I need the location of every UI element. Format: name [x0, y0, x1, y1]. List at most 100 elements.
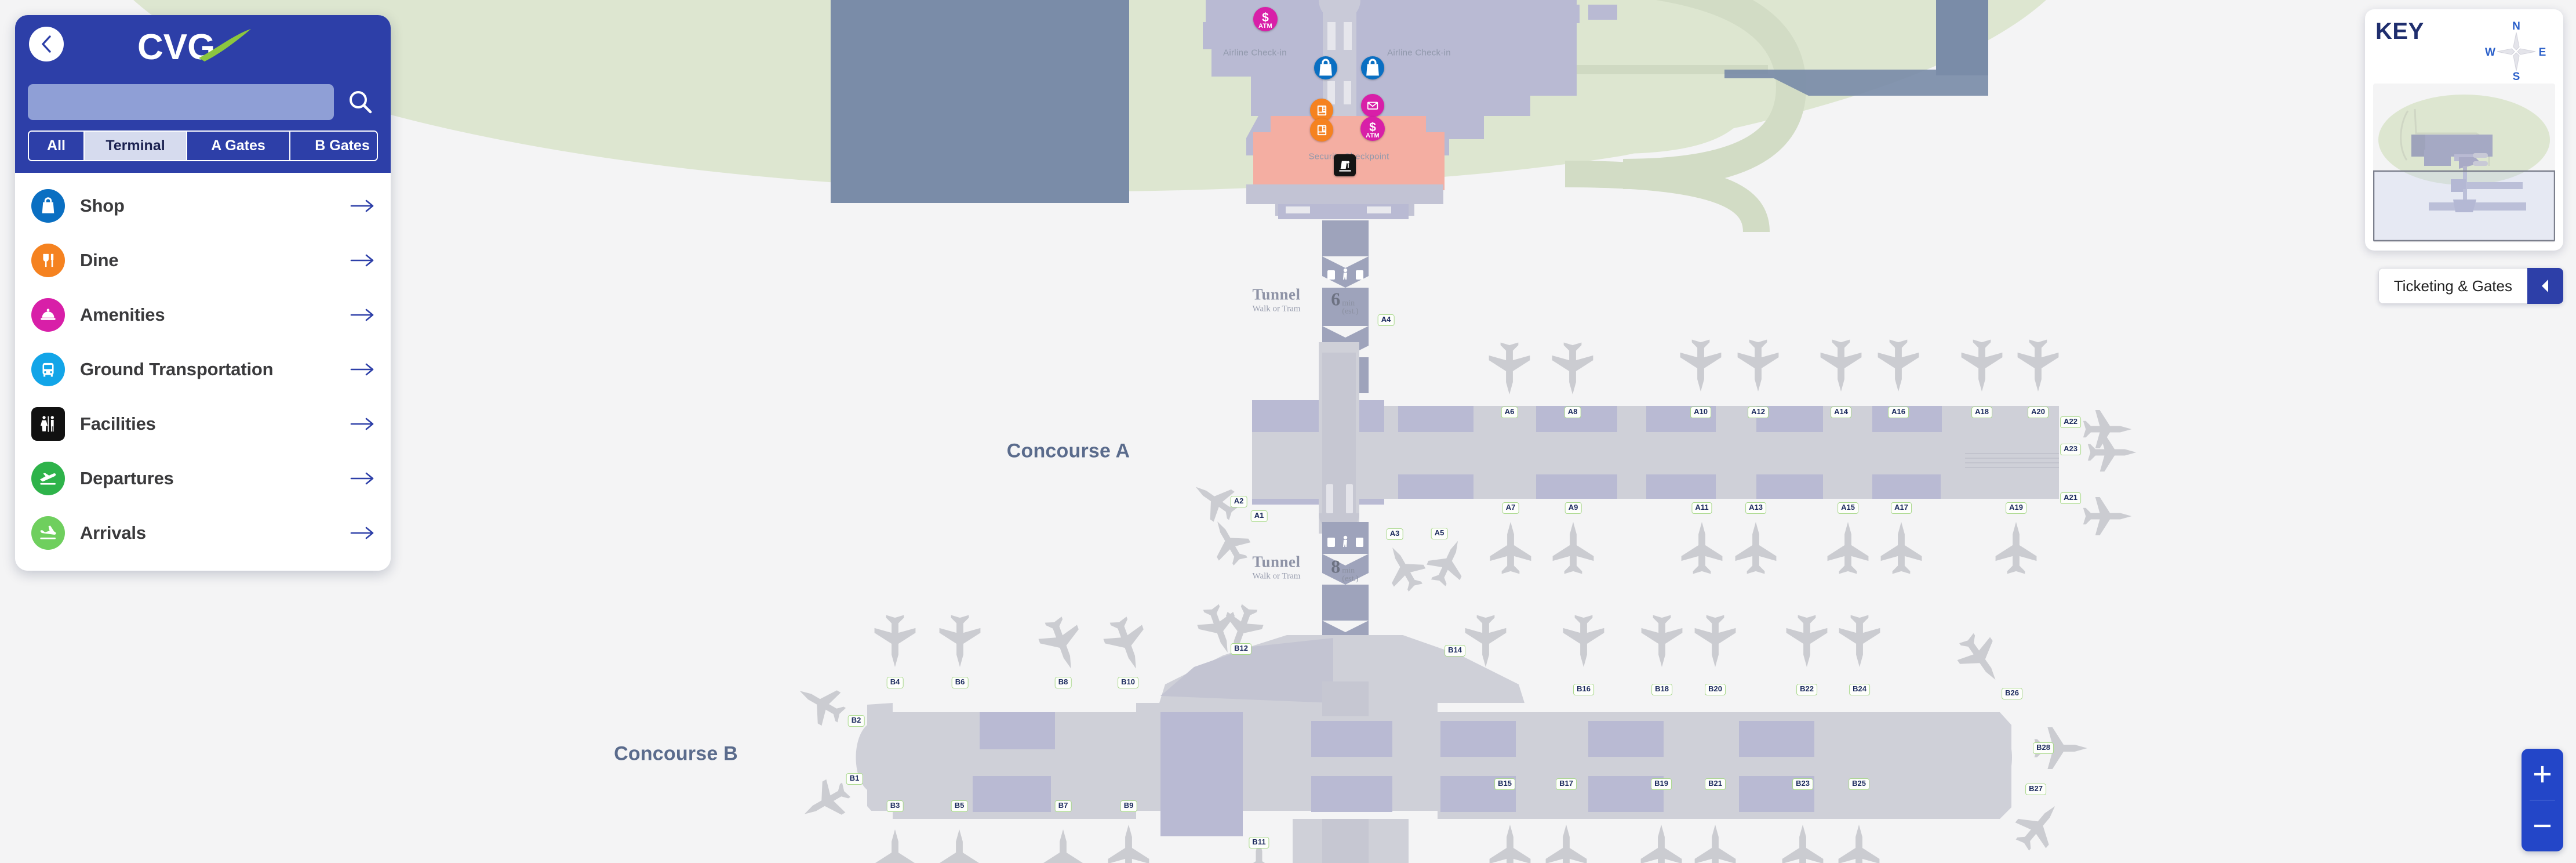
gate-label-a2[interactable]: A2 [1230, 496, 1247, 507]
gate-label-b1[interactable]: B1 [846, 773, 863, 785]
gate-label-a4[interactable]: A4 [1377, 314, 1395, 326]
gate-label-a18[interactable]: A18 [1971, 407, 1992, 418]
gate-label-b10[interactable]: B10 [1118, 677, 1138, 688]
gate-label-a14[interactable]: A14 [1831, 407, 1851, 418]
tab-all[interactable]: All [29, 132, 85, 160]
gate-label-b5[interactable]: B5 [951, 800, 968, 812]
map-area-label: Airline Check-in [1223, 48, 1287, 58]
gate-label-a3[interactable]: A3 [1386, 528, 1403, 540]
gate-label-a20[interactable]: A20 [2028, 407, 2049, 418]
baggage-marker[interactable] [1334, 154, 1356, 176]
gate-label-a19[interactable]: A19 [2006, 502, 2026, 514]
gate-label-b12[interactable]: B12 [1231, 643, 1251, 655]
search-row [28, 84, 378, 120]
gate-label-b16[interactable]: B16 [1573, 684, 1594, 695]
gate-label-b17[interactable]: B17 [1556, 778, 1577, 790]
tunnel-subtitle: Walk or Tram [1252, 304, 1301, 314]
gate-label-b11[interactable]: B11 [1249, 837, 1269, 849]
compass-south: S [2513, 71, 2520, 82]
gate-label-a23[interactable]: A23 [2060, 444, 2081, 455]
search-button[interactable] [342, 84, 378, 120]
search-input[interactable] [28, 84, 334, 120]
gate-label-a13[interactable]: A13 [1745, 502, 1766, 514]
sidebar-item-facilities[interactable]: Facilities [15, 397, 391, 451]
gate-label-b28[interactable]: B28 [2033, 742, 2054, 754]
gate-label-b26[interactable]: B26 [2002, 688, 2022, 699]
restroom-icon [31, 407, 65, 441]
sidebar-item-label: Dine [80, 250, 119, 270]
svg-text:$: $ [1262, 11, 1269, 24]
gate-label-b6[interactable]: B6 [951, 677, 969, 688]
zoom-in-button[interactable] [2522, 749, 2563, 800]
gate-label-a6[interactable]: A6 [1501, 407, 1518, 418]
sidebar-item-dine[interactable]: Dine [15, 233, 391, 288]
gate-label-b19[interactable]: B19 [1651, 778, 1672, 790]
poi-marker-label: ATM [1366, 132, 1380, 139]
sidebar-item-departures[interactable]: Departures [15, 451, 391, 506]
gate-label-a8[interactable]: A8 [1564, 407, 1581, 418]
minimap[interactable] [2373, 84, 2555, 242]
gate-label-a21[interactable]: A21 [2060, 492, 2081, 504]
tab-terminal[interactable]: Terminal [85, 132, 187, 160]
gate-label-a10[interactable]: A10 [1690, 407, 1711, 418]
atm-marker[interactable]: $ATM [1360, 117, 1385, 141]
cvg-logo: CVG [28, 23, 378, 78]
gate-label-a16[interactable]: A16 [1888, 407, 1909, 418]
kiosk-marker[interactable] [1310, 118, 1333, 142]
service-bell-icon [31, 298, 65, 332]
tab-a-gates[interactable]: A Gates [187, 132, 290, 160]
sidebar-item-arrivals[interactable]: Arrivals [15, 506, 391, 560]
svg-text:$: $ [1369, 121, 1376, 134]
key-title: KEY [2375, 19, 2424, 44]
ticketing-gates-label[interactable]: Ticketing & Gates [2378, 268, 2527, 304]
atm-marker[interactable]: $ATM [1253, 7, 1278, 31]
gate-label-b21[interactable]: B21 [1705, 778, 1726, 790]
gate-label-a1[interactable]: A1 [1250, 510, 1268, 522]
gate-label-a12[interactable]: A12 [1748, 407, 1769, 418]
shop-marker[interactable] [1314, 56, 1337, 79]
kiosk-marker[interactable] [1310, 99, 1333, 122]
gate-label-b8[interactable]: B8 [1054, 677, 1072, 688]
minus-icon [2534, 824, 2551, 828]
shop-marker[interactable] [1361, 56, 1384, 79]
gate-label-b3[interactable]: B3 [886, 800, 904, 812]
arrow-right-icon [350, 416, 376, 432]
compass-west: W [2485, 46, 2495, 59]
gate-label-a11[interactable]: A11 [1691, 502, 1712, 514]
gate-label-a9[interactable]: A9 [1564, 502, 1582, 514]
gate-label-b23[interactable]: B23 [1792, 778, 1813, 790]
gate-label-b22[interactable]: B22 [1796, 684, 1817, 695]
gate-label-b4[interactable]: B4 [886, 677, 904, 688]
gate-label-b14[interactable]: B14 [1445, 645, 1465, 657]
svg-text:CVG: CVG [137, 27, 215, 67]
sidebar-item-amenities[interactable]: Amenities [15, 288, 391, 342]
sidebar-item-shop[interactable]: Shop [15, 179, 391, 233]
back-button[interactable] [29, 27, 64, 61]
gate-label-b20[interactable]: B20 [1705, 684, 1726, 695]
gate-label-b15[interactable]: B15 [1494, 778, 1515, 790]
gate-label-a15[interactable]: A15 [1838, 502, 1858, 514]
gate-label-a17[interactable]: A17 [1891, 502, 1912, 514]
gate-label-b18[interactable]: B18 [1651, 684, 1672, 695]
gate-label-a7[interactable]: A7 [1502, 502, 1519, 514]
gate-label-a5[interactable]: A5 [1431, 528, 1448, 539]
gate-label-b24[interactable]: B24 [1849, 684, 1870, 695]
sidebar-item-ground-transportation[interactable]: Ground Transportation [15, 342, 391, 397]
gate-label-b27[interactable]: B27 [2025, 784, 2046, 795]
tab-b-gates[interactable]: B Gates [290, 132, 377, 160]
gate-label-b2[interactable]: B2 [847, 715, 865, 727]
ticketing-collapse-button[interactable] [2527, 268, 2563, 304]
gate-label-a22[interactable]: A22 [2060, 416, 2081, 428]
gate-label-b7[interactable]: B7 [1054, 800, 1072, 812]
mail-marker[interactable] [1361, 94, 1384, 117]
zoom-out-button[interactable] [2522, 800, 2563, 851]
gate-label-b25[interactable]: B25 [1849, 778, 1869, 790]
gate-label-b9[interactable]: B9 [1120, 800, 1137, 812]
